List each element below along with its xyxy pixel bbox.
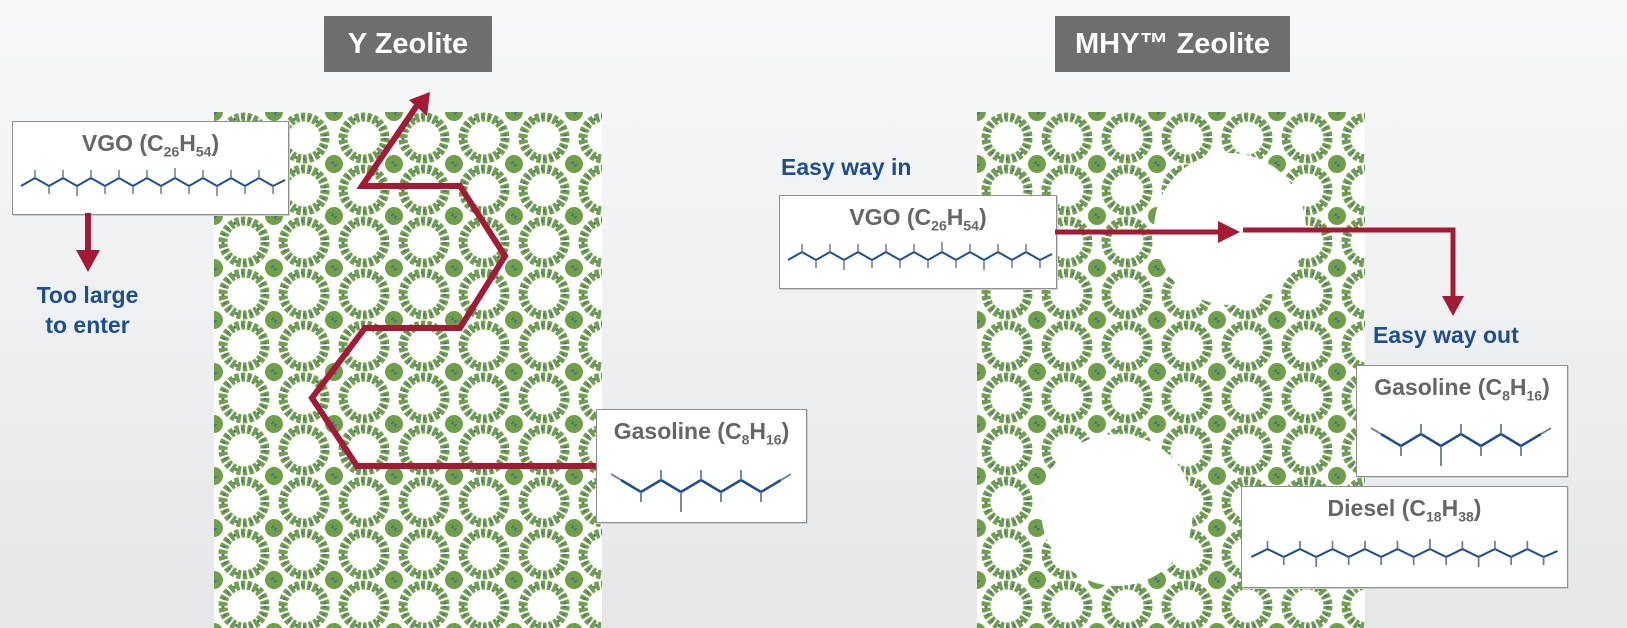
vgo-card-left: VGO (C26H54) [12,121,289,215]
vgo-card-right: VGO (C26H54) [779,195,1057,289]
easy-out-arrowhead [1442,296,1464,316]
easy-in-arrowhead [1218,221,1240,243]
too-large-label: Too large to enter [36,282,139,338]
panel-title-mhy-zeolite: MHY™ Zeolite [1055,16,1290,72]
y-zeolite-arrowhead [409,92,430,116]
gasoline-label: Gasoline (C8H16) [613,418,790,448]
diesel-label: Diesel (C18H38) [1327,495,1482,525]
gasoline-card-right: Gasoline (C8H16) [1356,365,1568,477]
mesopore-lower [1041,434,1193,586]
panel-title-y-zeolite: Y Zeolite [324,16,492,72]
easy-way-out-label: Easy way out [1373,322,1519,348]
too-large-arrowhead [76,250,100,272]
vgo-label: VGO (C26H54) [849,204,987,234]
gasoline-label: Gasoline (C8H16) [1374,374,1550,404]
y-zeolite-path [308,102,596,469]
gasoline-card-left: Gasoline (C8H16) [596,409,807,523]
vgo-label: VGO (C26H54) [81,130,220,160]
easy-way-in-label: Easy way in [781,154,912,180]
easy-out-path [1243,227,1456,298]
diesel-card: Diesel (C18H38) [1241,486,1568,588]
